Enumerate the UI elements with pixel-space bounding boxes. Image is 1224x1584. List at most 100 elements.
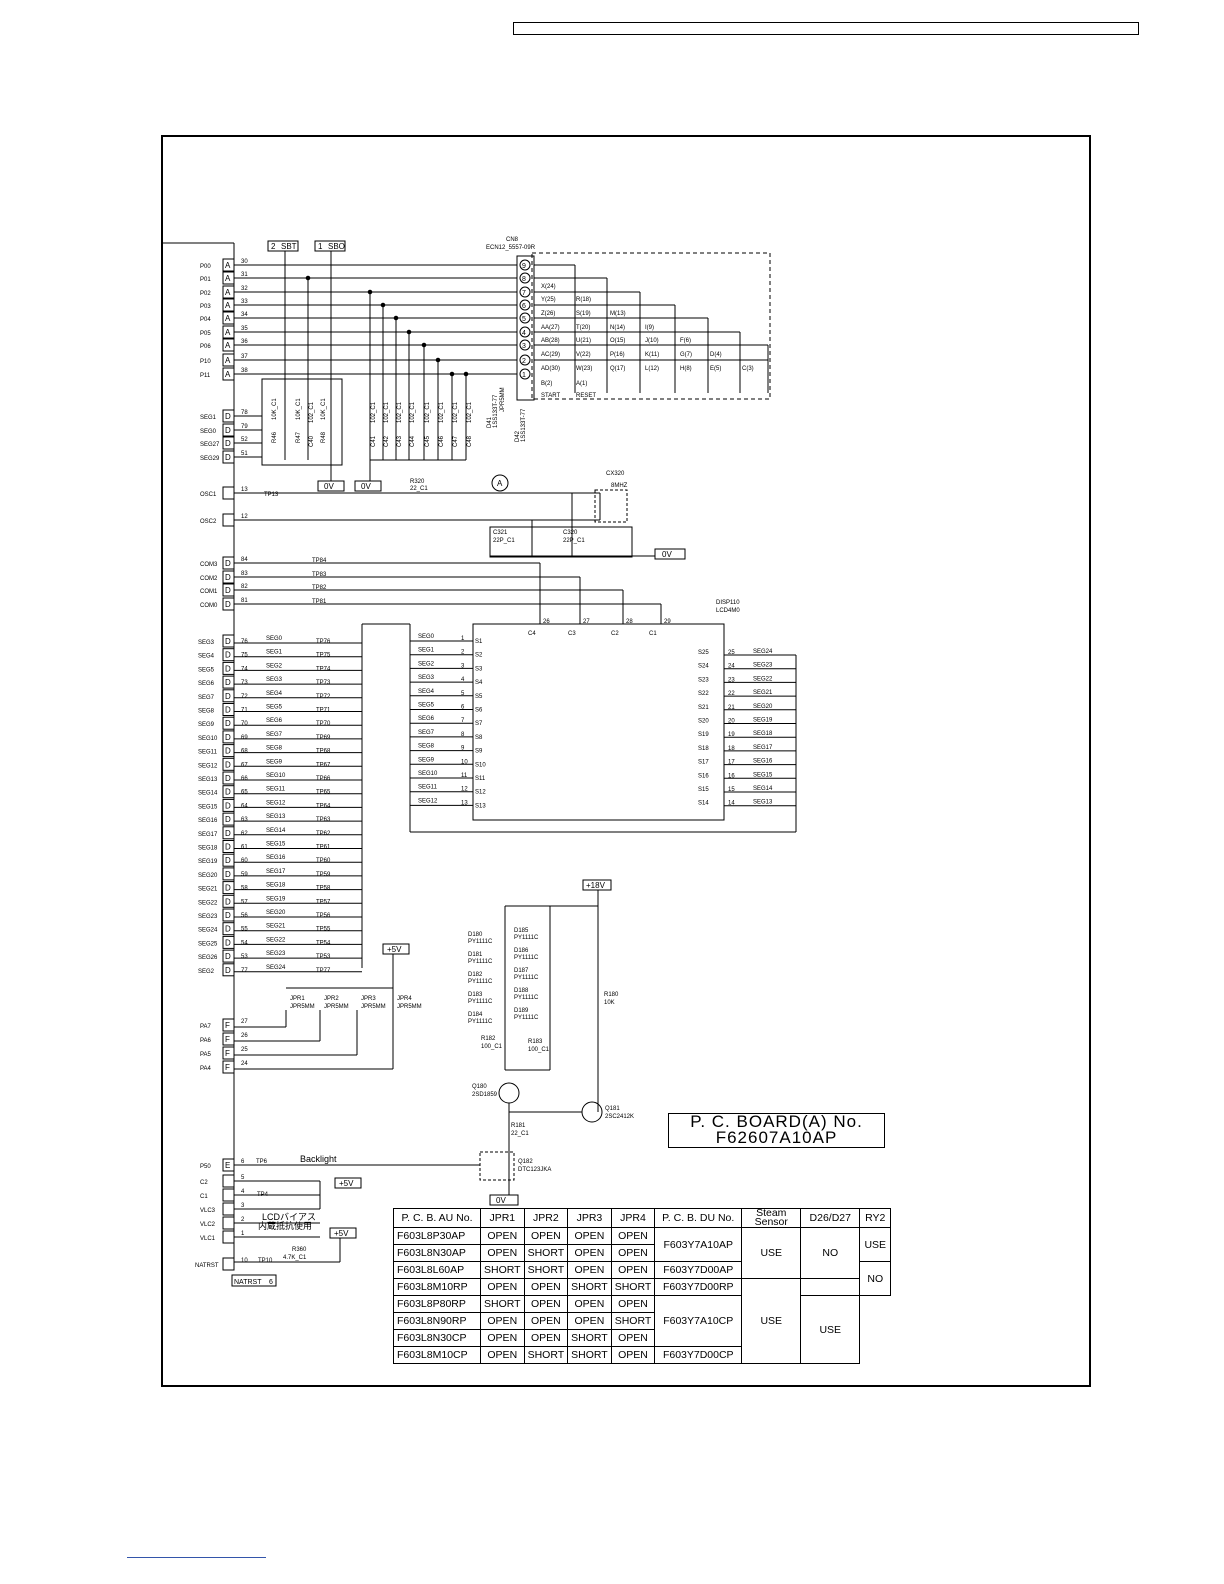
pin-p01-pin: 31 xyxy=(241,272,248,278)
table-cell: F603L8N30CP xyxy=(393,1329,481,1347)
osc-box xyxy=(222,513,235,527)
table-cell: OPEN xyxy=(523,1312,569,1330)
vlc-box xyxy=(222,1230,235,1244)
seg-pin: 65 xyxy=(241,790,248,796)
seg-net: SEG24 xyxy=(266,965,286,971)
seg-tp: TP56 xyxy=(316,913,331,919)
table-cell: SHORT xyxy=(567,1329,612,1347)
table-cell: F603L8N90RP xyxy=(393,1312,481,1330)
flag-sbt-num: 2 xyxy=(271,242,276,251)
osc-tp: TP13 xyxy=(264,492,279,498)
cn8-part: ECN12_5557-09R xyxy=(486,245,536,251)
flag-sbt: SBT xyxy=(281,242,297,251)
pin-com1-name: COM1 xyxy=(200,589,218,595)
vlc-box xyxy=(222,1174,235,1188)
seg-net: SEG23 xyxy=(266,951,286,957)
key-matrix-outline xyxy=(531,252,771,400)
table-cell: OPEN xyxy=(567,1227,612,1245)
pin-p02-name: P02 xyxy=(200,291,211,297)
led-ref-l: D184 xyxy=(468,1012,483,1018)
osc-cap-hatch xyxy=(489,526,633,558)
cn8-pin xyxy=(519,259,531,271)
key-label: AD(30) xyxy=(541,366,560,372)
seg-name: SEG7 xyxy=(198,695,215,701)
pin-p06-name: P06 xyxy=(200,344,211,350)
table-cell: OPEN xyxy=(567,1295,612,1313)
seg-pin: 75 xyxy=(241,653,248,659)
table-row: F603L8M10RP OPEN OPEN SHORT SHORT F603Y7… xyxy=(393,1278,891,1364)
q182-ref: Q182 xyxy=(518,1159,533,1165)
table-cell: OPEN xyxy=(610,1346,656,1364)
seg-name: SEG20 xyxy=(198,873,218,879)
key-label: C(3) xyxy=(742,366,754,372)
lcd-left-net: SEG8 xyxy=(418,744,435,750)
table-row: F603L8M10CP OPEN SHORT SHORT OPEN F603Y7… xyxy=(393,1346,891,1364)
seg-type-box xyxy=(222,689,235,703)
col-jpr1: JPR1 xyxy=(480,1208,525,1228)
rail-0v-1: 0V xyxy=(324,482,334,491)
cap-label: C43 xyxy=(397,435,403,447)
lcd-left-s: S11 xyxy=(475,776,486,782)
rail-0v-4-box xyxy=(489,1194,519,1206)
pin-p05-name: P05 xyxy=(200,331,211,337)
cap-value: 102_C1 xyxy=(467,401,473,423)
seg-name: SEG22 xyxy=(198,900,218,906)
pin-pa4-type-box xyxy=(222,1060,235,1074)
vlc-pin: 3 xyxy=(241,1203,245,1209)
rail-0v-2-box xyxy=(354,480,382,492)
seg-tp: TP62 xyxy=(316,831,331,837)
key-label: U(21) xyxy=(576,338,591,344)
seg-net: SEG5 xyxy=(266,705,283,711)
lcd-right-net: SEG18 xyxy=(753,731,773,737)
cap-value: 102_C1 xyxy=(425,401,431,423)
lcd-right-s: S14 xyxy=(698,801,709,807)
rail-plus5-1-box xyxy=(382,943,410,955)
seg-type-box xyxy=(222,757,235,771)
lcd-right-net: SEG24 xyxy=(753,649,773,655)
osc-name: OSC2 xyxy=(200,519,217,525)
cap-value: 102_C1 xyxy=(453,401,459,423)
table-cell: F603Y7D00CP xyxy=(654,1346,743,1364)
cap-value: 102_C1 xyxy=(371,401,377,423)
jumper-ref: JPR4 xyxy=(397,996,412,1002)
lcd-left-net: SEG4 xyxy=(418,689,435,695)
r47-label: R47 xyxy=(296,431,302,443)
table-cell: OPEN xyxy=(567,1244,612,1262)
cap-value: 102_C1 xyxy=(309,401,315,423)
cn8-pin-num: 8 xyxy=(522,276,526,283)
pin-pa6-name: PA6 xyxy=(200,1038,212,1044)
seg-type: D xyxy=(225,952,231,961)
r180-ref: R180 xyxy=(604,992,619,998)
pin-seg27-name: SEG27 xyxy=(200,442,220,448)
pin-p11-type: A xyxy=(225,370,231,379)
pin-seg1-name: SEG1 xyxy=(200,415,217,421)
seg-name: SEG25 xyxy=(198,941,218,947)
q180-ref: Q180 xyxy=(472,1084,487,1090)
seg-net: SEG1 xyxy=(266,650,283,656)
key-label: I(9) xyxy=(645,325,654,331)
key-label: L(12) xyxy=(645,366,659,372)
led-ref-l: D183 xyxy=(468,992,483,998)
flag-sbt-box xyxy=(267,240,299,252)
lcd-left-net: SEG6 xyxy=(418,716,435,722)
lcd-right-s: S20 xyxy=(698,719,709,725)
table-row: F603L8P80RP SHORT OPEN OPEN OPEN F603Y7A… xyxy=(393,1295,891,1364)
seg-type-box xyxy=(222,634,235,648)
c320-val: 22P_C1 xyxy=(563,538,585,544)
table-cell: F603L8M10RP xyxy=(393,1278,481,1296)
cn8-ref: CN8 xyxy=(506,237,519,243)
junction-dot xyxy=(367,289,373,295)
pin-com2-pin: 83 xyxy=(241,571,248,577)
key-label: G(7) xyxy=(680,352,692,358)
seg-type: D xyxy=(225,829,231,838)
seg-type-box xyxy=(222,922,235,936)
table-cell: USE xyxy=(741,1227,802,1279)
pin-seg1-type: D xyxy=(225,412,231,421)
seg-name: SEG21 xyxy=(198,887,218,893)
table-cell: SHORT xyxy=(480,1261,525,1279)
seg-type: D xyxy=(225,719,231,728)
seg-type: D xyxy=(225,884,231,893)
seg-type-box xyxy=(222,661,235,675)
seg-name: SEG14 xyxy=(198,791,218,797)
seg-type: D xyxy=(225,815,231,824)
